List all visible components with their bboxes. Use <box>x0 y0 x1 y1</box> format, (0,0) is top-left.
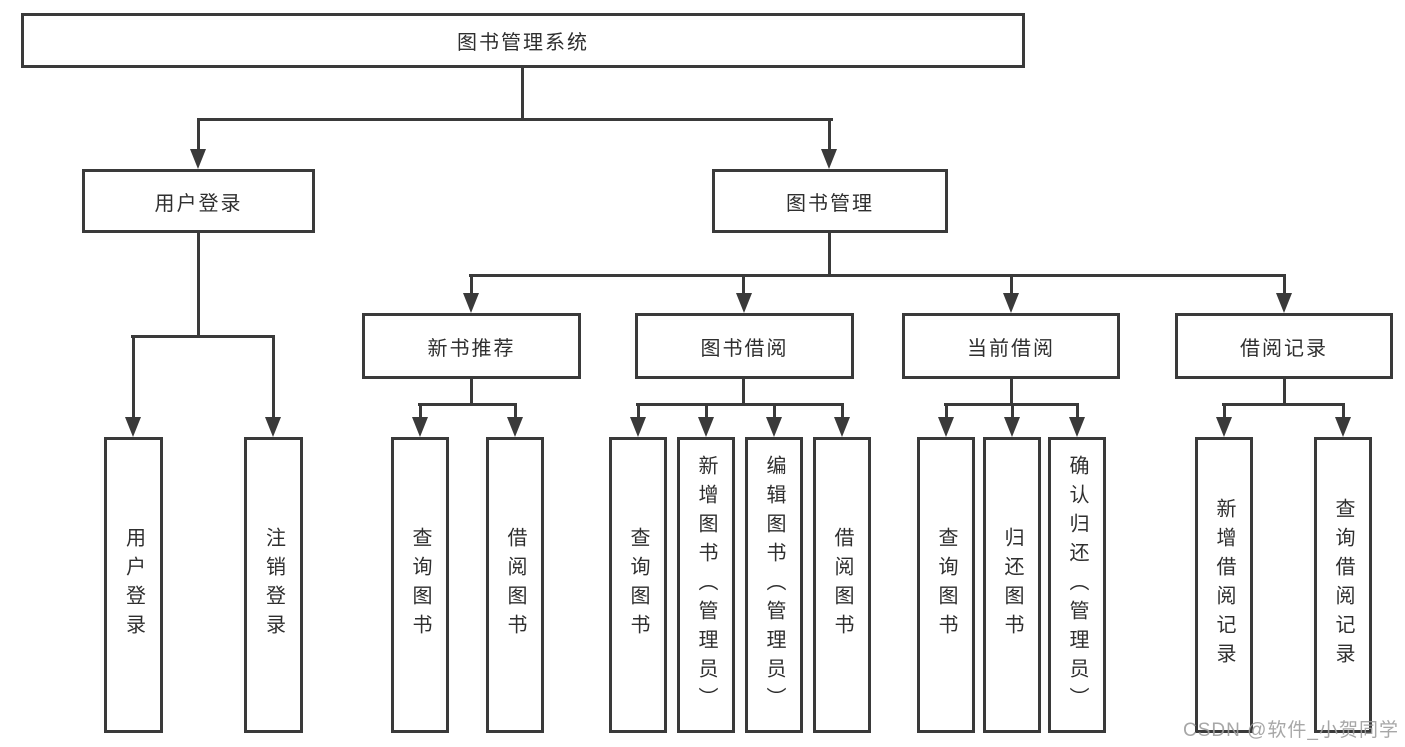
connector <box>637 406 640 417</box>
node-label: 用户登录 <box>154 192 243 215</box>
node-label: 借阅记录 <box>1240 337 1328 360</box>
node-label: 编辑图书（管理员） <box>763 454 785 716</box>
connector <box>131 335 275 338</box>
connector <box>521 68 524 118</box>
arrow-head-icon <box>1069 417 1085 437</box>
node-label: 借阅图书 <box>504 527 526 643</box>
arrow-head-icon <box>463 293 479 313</box>
node-label: 当前借阅 <box>967 337 1055 360</box>
connector <box>197 233 200 335</box>
connector <box>945 406 948 417</box>
arrow-head-icon <box>938 417 954 437</box>
arrow-head-icon <box>1004 417 1020 437</box>
node-new-book-recommendation: 新书推荐 <box>362 313 581 379</box>
node-label: 新增图书（管理员） <box>695 454 717 716</box>
node-label: 查询图书 <box>409 527 431 643</box>
node-label: 图书管理 <box>786 192 874 215</box>
csdn-watermark: CSDN @软件_小贺同学 <box>1183 720 1399 741</box>
node-current-borrowing: 当前借阅 <box>902 313 1120 379</box>
connector <box>1010 379 1013 403</box>
node-label: 图书管理系统 <box>457 32 589 54</box>
connector <box>197 121 200 149</box>
connector <box>1223 406 1226 417</box>
arrow-head-icon <box>834 417 850 437</box>
leaf-return-books: 归还图书 <box>983 437 1041 733</box>
node-label: 注销登录 <box>262 527 285 643</box>
node-label: 归还图书 <box>1001 527 1023 643</box>
arrow-head-icon <box>412 417 428 437</box>
connector <box>197 118 833 121</box>
connector <box>828 233 831 274</box>
leaf-query-books: 查询图书 <box>609 437 667 733</box>
node-library-management-system: 图书管理系统 <box>21 13 1025 68</box>
leaf-edit-book-admin: 编辑图书（管理员） <box>745 437 803 733</box>
arrow-head-icon <box>698 417 714 437</box>
arrow-head-icon <box>1003 293 1019 313</box>
arrow-head-icon <box>1335 417 1351 437</box>
connector <box>1283 277 1286 293</box>
connector <box>1011 406 1014 417</box>
leaf-confirm-return-admin: 确认归还（管理员） <box>1048 437 1106 733</box>
connector <box>841 406 844 417</box>
arrow-head-icon <box>190 149 206 169</box>
connector <box>1342 406 1345 417</box>
connector <box>418 403 517 406</box>
node-label: 用户登录 <box>122 527 145 643</box>
node-user-login: 用户登录 <box>82 169 315 233</box>
connector <box>419 406 422 417</box>
connector <box>1010 277 1013 293</box>
connector <box>470 277 473 293</box>
arrow-head-icon <box>736 293 752 313</box>
arrow-head-icon <box>507 417 523 437</box>
node-book-management: 图书管理 <box>712 169 948 233</box>
node-label: 查询借阅记录 <box>1332 498 1354 672</box>
arrow-head-icon <box>265 417 281 437</box>
node-label: 查询图书 <box>627 527 649 643</box>
node-book-borrowing: 图书借阅 <box>635 313 854 379</box>
node-label: 借阅图书 <box>831 527 853 643</box>
connector <box>1222 403 1345 406</box>
node-label: 图书借阅 <box>700 337 789 360</box>
leaf-logout: 注销登录 <box>244 437 303 733</box>
arrow-head-icon <box>1276 293 1292 313</box>
leaf-borrow-books: 借阅图书 <box>486 437 544 733</box>
node-label: 确认归还（管理员） <box>1066 454 1088 716</box>
connector <box>1076 406 1079 417</box>
connector <box>514 406 517 417</box>
leaf-user-login: 用户登录 <box>104 437 163 733</box>
connector <box>828 121 831 149</box>
connector <box>470 379 473 403</box>
node-label: 新书推荐 <box>427 337 516 360</box>
leaf-add-borrow-record: 新增借阅记录 <box>1195 437 1253 733</box>
connector <box>944 403 1079 406</box>
arrow-head-icon <box>766 417 782 437</box>
connector <box>272 338 275 417</box>
connector <box>773 406 776 417</box>
arrow-head-icon <box>1216 417 1232 437</box>
connector <box>1283 379 1286 403</box>
leaf-add-book-admin: 新增图书（管理员） <box>677 437 735 733</box>
connector <box>132 338 135 417</box>
node-label: 查询图书 <box>935 527 957 643</box>
arrow-head-icon <box>630 417 646 437</box>
node-label: 新增借阅记录 <box>1213 498 1235 672</box>
connector <box>742 277 745 293</box>
leaf-borrow-books: 借阅图书 <box>813 437 871 733</box>
leaf-query-books: 查询图书 <box>917 437 975 733</box>
connector <box>636 403 844 406</box>
node-borrowing-records: 借阅记录 <box>1175 313 1393 379</box>
leaf-query-books: 查询图书 <box>391 437 449 733</box>
arrow-head-icon <box>125 417 141 437</box>
connector <box>469 274 1286 277</box>
leaf-query-borrow-record: 查询借阅记录 <box>1314 437 1372 733</box>
connector <box>705 406 708 417</box>
connector <box>742 379 745 403</box>
arrow-head-icon <box>821 149 837 169</box>
